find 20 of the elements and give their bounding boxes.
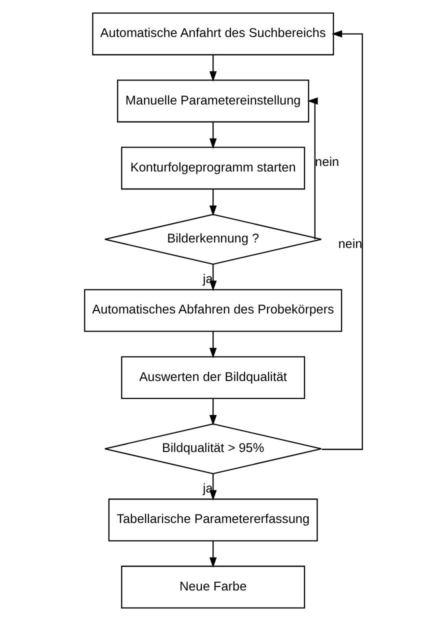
node-box: Automatisches Abfahren des Probekörpers xyxy=(84,289,342,332)
arrow xyxy=(209,122,217,149)
node-box: Konturfolgeprogramm starten xyxy=(121,146,306,190)
node-diamond: Bildqualität > 95% xyxy=(104,423,322,474)
node-box: Automatische Anfahrt des Suchbereichs xyxy=(92,12,334,56)
edge-label: nein xyxy=(338,236,362,251)
arrow xyxy=(307,97,318,240)
node-box: Auswerten der Bildqualität xyxy=(121,356,306,400)
arrow xyxy=(209,398,217,426)
arrow xyxy=(209,264,217,292)
arrow xyxy=(209,540,217,568)
node-box: Manuelle Parametereinstellung xyxy=(117,80,310,122)
node-box: Neue Farbe xyxy=(121,566,306,608)
edge-label: nein xyxy=(315,154,340,170)
node-diamond: Bilderkennung ? xyxy=(104,214,322,265)
arrow xyxy=(209,331,217,358)
arrow xyxy=(209,54,217,82)
arrow xyxy=(322,30,363,450)
node-box: Tabellarische Parametererfassung xyxy=(108,498,318,542)
arrow xyxy=(209,189,217,216)
